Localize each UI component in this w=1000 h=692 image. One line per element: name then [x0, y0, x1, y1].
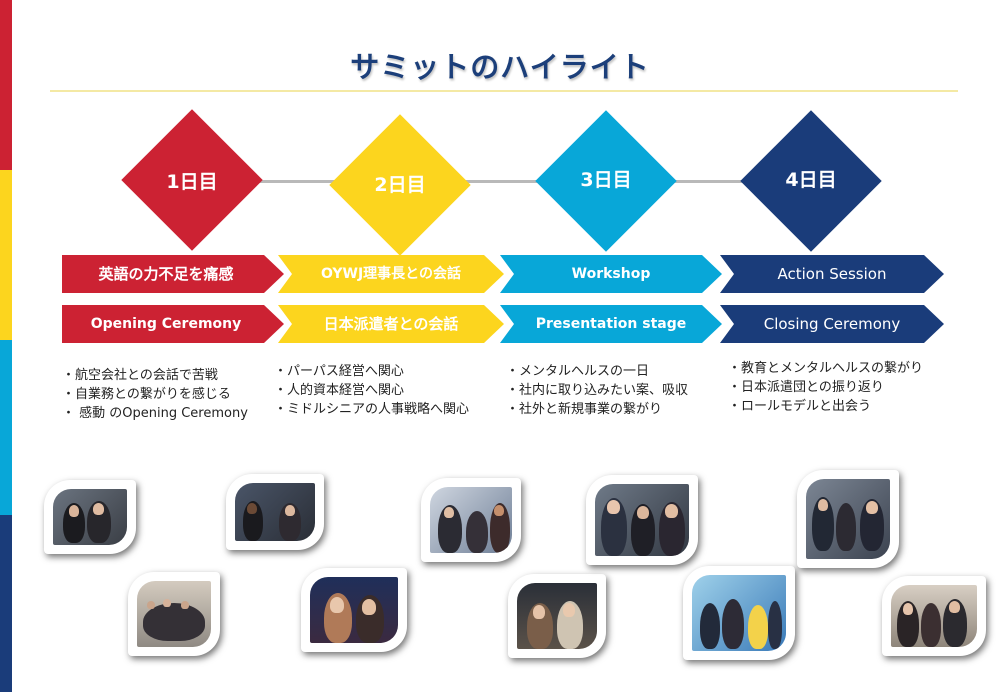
day-1-row1-banner: 英語の力不足を痛感: [62, 255, 284, 293]
group-photo-icon: [891, 585, 977, 647]
group-photo-icon: [595, 484, 689, 556]
group-photo-icon: [137, 581, 211, 647]
group-photo-icon: [517, 583, 597, 649]
title-underline: [50, 90, 958, 92]
photo-1: [44, 480, 136, 554]
left-stripe-navy: [0, 515, 12, 692]
day-2-bullets: ・パーパス経営へ関心 ・人的資本経営へ関心 ・ミドルシニアの人事戦略へ関心: [274, 362, 469, 419]
day-3-row2-banner: Presentation stage: [500, 305, 722, 343]
day-4-bullets: ・教育とメンタルヘルスの繋がり ・日本派遣団との振り返り ・ロールモデルと出会う: [728, 359, 923, 416]
page-title: サミットのハイライト: [350, 50, 650, 84]
photo-3: [226, 474, 324, 550]
photo-5: [421, 478, 521, 562]
photo-8: [683, 566, 795, 660]
group-photo-icon: [235, 483, 315, 541]
day-4-row2-banner: Closing Ceremony: [720, 305, 944, 343]
list-item: ・ロールモデルと出会う: [728, 399, 872, 414]
day-3-label: 3日目: [580, 169, 632, 191]
group-photo-icon: [310, 577, 398, 643]
left-stripe-cyan: [0, 340, 12, 515]
list-item: ・日本派遣団との振り返り: [728, 380, 884, 395]
list-item: ・自業務との繋がりを感じる: [62, 387, 231, 402]
day-3-bullets: ・メンタルヘルスの一日 ・社内に取り込みたい案、吸収 ・社外と新規事業の繋がり: [506, 362, 688, 419]
photo-4: [301, 568, 407, 652]
photo-2: [128, 572, 220, 656]
day-1-bullets: ・航空会社との会話で苦戦 ・自業務との繋がりを感じる ・ 感動 のOpening…: [62, 366, 248, 423]
list-item: ・メンタルヘルスの一日: [506, 364, 650, 379]
day-2-row1-banner: OYWJ理事長との会話: [278, 255, 504, 293]
list-item: ・社内に取り込みたい案、吸収: [506, 383, 689, 398]
left-stripe-yellow: [0, 170, 12, 340]
day-2-row2-banner: 日本派遣者との会話: [278, 305, 504, 343]
day-2-label: 2日目: [374, 174, 426, 196]
list-item: ・航空会社との会話で苦戦: [62, 368, 218, 383]
day-4-label: 4日目: [785, 169, 837, 191]
left-stripe-red: [0, 0, 12, 170]
day-1-row2-banner: Opening Ceremony: [62, 305, 284, 343]
group-photo-icon: [53, 489, 127, 545]
group-photo-icon: [430, 487, 512, 553]
list-item: ・ 感動 のOpening Ceremony: [62, 406, 248, 421]
day-3-row1-banner: Workshop: [500, 255, 722, 293]
list-item: ・パーパス経営へ関心: [274, 364, 404, 379]
group-photo-icon: [692, 575, 786, 651]
list-item: ・社外と新規事業の繋がり: [506, 402, 663, 417]
photo-9: [797, 470, 899, 568]
timeline-connector: [190, 180, 810, 183]
day-4-row1-banner: Action Session: [720, 255, 944, 293]
day-1-label: 1日目: [166, 171, 218, 193]
photo-6: [508, 574, 606, 658]
group-photo-icon: [806, 479, 890, 559]
photo-7: [586, 475, 698, 565]
list-item: ・人的資本経営へ関心: [274, 383, 405, 398]
list-item: ・教育とメンタルヘルスの繋がり: [728, 361, 924, 376]
photo-10: [882, 576, 986, 656]
list-item: ・ミドルシニアの人事戦略へ関心: [274, 402, 470, 417]
